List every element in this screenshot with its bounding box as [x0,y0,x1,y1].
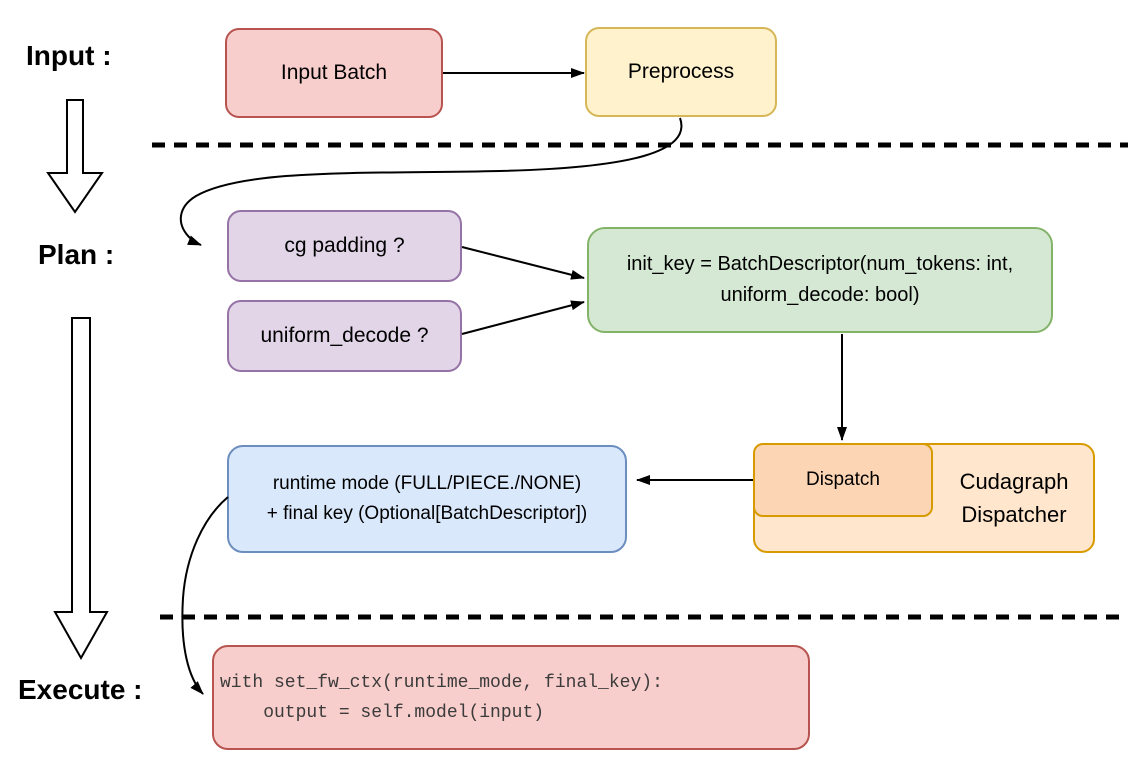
dispatcher-label-line2: Dispatcher [961,502,1067,527]
arrow-uniform-decode-to-init-key [461,300,585,335]
node-execute-code: with set_fw_ctx(runtime_mode, final_key)… [212,645,810,750]
node-init-key-line2: uniform_decode: bool) [720,284,920,306]
input-stage-arrow-icon [46,99,104,214]
dispatcher-label-line1: Cudagraph [959,469,1069,494]
node-preprocess: Preprocess [585,27,777,117]
node-cg-padding-label: cg padding ? [284,234,405,257]
node-uniform-decode: uniform_decode ? [227,300,462,372]
node-input-batch-label: Input Batch [280,61,388,84]
node-uniform-decode-label: uniform_decode ? [260,324,429,347]
node-init-key: init_key = BatchDescriptor(num_tokens: i… [587,227,1053,333]
node-cudagraph-dispatcher-label: Cudagraph Dispatcher [935,445,1093,551]
execute-code-line1: with set_fw_ctx(runtime_mode, final_key)… [220,672,663,693]
node-runtime-line1: runtime mode (FULL/PIECE./NONE) [272,473,582,494]
arrow-cg-padding-to-init-key [461,246,585,280]
stage-label-plan: Plan : [38,239,115,270]
node-init-key-line1: init_key = BatchDescriptor(num_tokens: i… [626,253,1014,275]
node-preprocess-label: Preprocess [627,60,735,83]
node-runtime-line2: + final key (Optional[BatchDescriptor]) [266,503,588,524]
plan-stage-arrow-icon [53,317,109,661]
node-runtime-mode: runtime mode (FULL/PIECE./NONE) + final … [227,445,627,553]
node-cg-padding: cg padding ? [227,210,462,282]
node-input-batch: Input Batch [225,28,443,118]
stage-label-input: Input : [26,40,112,71]
execute-code-line2: output = self.model(input) [220,702,545,723]
stage-label-execute: Execute : [18,674,143,705]
node-dispatch-label: Dispatch [806,469,880,490]
node-dispatch: Dispatch [753,443,933,517]
